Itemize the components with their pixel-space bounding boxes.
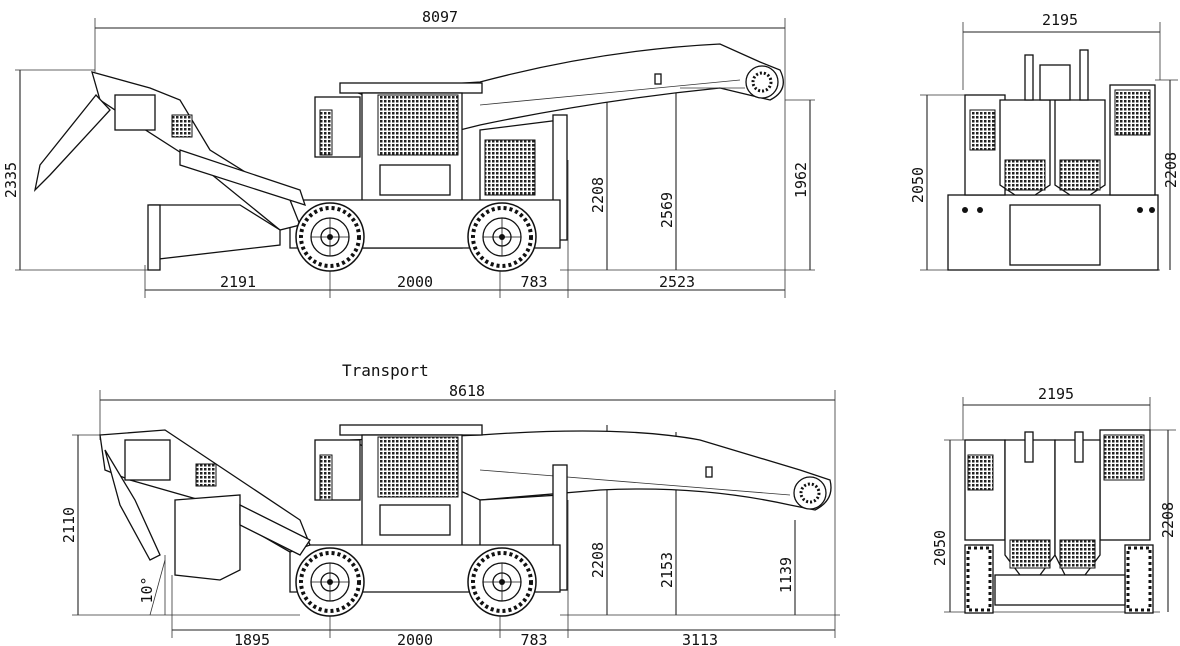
side-view-transport: 8618 2110 10° 1895 2000 783 3113 2208 21… <box>60 382 840 646</box>
bottom-dim-seg-2: 2000 <box>397 631 433 646</box>
bottom-dim-seg-3: 783 <box>520 631 547 646</box>
front-view-transport: 2195 2050 2208 <box>931 385 1177 614</box>
dim-seg-3: 783 <box>520 273 547 291</box>
bottom-front-dim-height-left: 2050 <box>931 530 949 566</box>
dim-seg-4: 2523 <box>659 273 695 291</box>
front-view-working: 2195 2050 2208 <box>909 11 1180 271</box>
front-dim-height-right: 2208 <box>1162 152 1180 188</box>
bottom-dim-seg-1: 1895 <box>234 631 270 646</box>
front-dim-height-left: 2050 <box>909 167 927 203</box>
dim-overall-length: 8097 <box>422 8 458 26</box>
side-view-working: 8097 2335 2191 2000 783 2523 2208 2569 1… <box>2 8 815 298</box>
transport-label: Transport <box>342 361 429 380</box>
bottom-dim-height-left: 2110 <box>60 507 78 543</box>
bottom-dim-angle: 10° <box>138 576 156 603</box>
dim-seg-2: 2000 <box>397 273 433 291</box>
bottom-dim-cab-height: 2208 <box>589 542 607 578</box>
front-dim-width: 2195 <box>1042 11 1078 29</box>
dim-cab-height: 2208 <box>589 177 607 213</box>
dim-conveyor-height: 2569 <box>658 192 676 228</box>
bottom-front-dim-width: 2195 <box>1038 385 1074 403</box>
dim-discharge-height: 1962 <box>792 162 810 198</box>
dim-seg-1: 2191 <box>220 273 256 291</box>
bottom-dim-seg-4: 3113 <box>682 631 718 646</box>
bottom-front-dim-height-right: 2208 <box>1159 502 1177 538</box>
bottom-dim-conveyor-height: 2153 <box>658 552 676 588</box>
bottom-dim-discharge-height: 1139 <box>777 557 795 593</box>
dim-height-left: 2335 <box>2 162 20 198</box>
bottom-dim-overall-length: 8618 <box>449 382 485 400</box>
